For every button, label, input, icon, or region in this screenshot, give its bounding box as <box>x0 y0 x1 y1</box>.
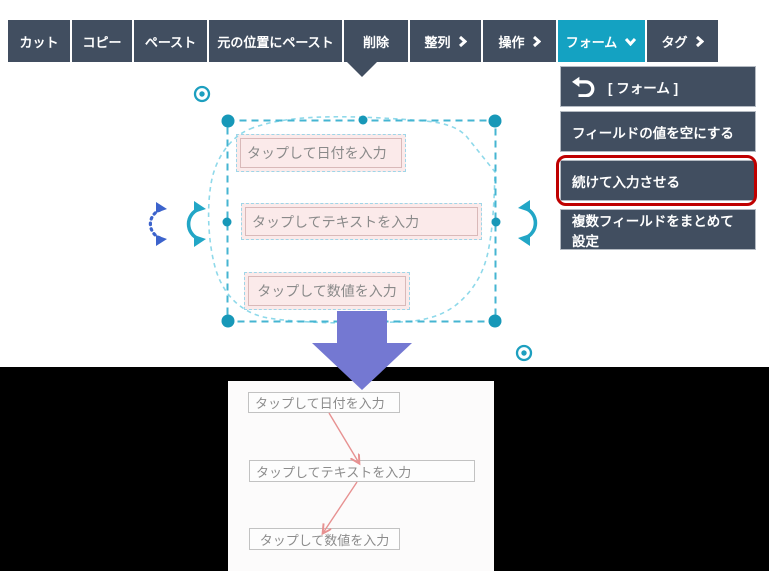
toolbar-button-operation[interactable]: 操作 <box>483 20 556 62</box>
result-field-label: タップして日付を入力 <box>255 396 385 411</box>
handle-middle-right[interactable] <box>491 217 501 227</box>
toolbar-button-label: カット <box>19 34 59 50</box>
result-preview-panel: タップして日付を入力 タップしてテキストを入力 タップして数値を入力 <box>228 381 494 571</box>
toolbar-button-delete[interactable]: 削除 <box>344 20 408 62</box>
canvas-field-date[interactable]: タップして日付を入力 <box>236 134 406 172</box>
handle-top-left[interactable] <box>221 114 235 128</box>
handle-middle-left[interactable] <box>222 217 232 227</box>
handle-top-right[interactable] <box>488 114 502 128</box>
toolbar-button-label: ペースト <box>144 34 197 50</box>
undo-back-icon <box>572 76 596 97</box>
result-field-date[interactable]: タップして日付を入力 <box>248 392 400 413</box>
toolbar-button-align[interactable]: 整列 <box>410 20 481 62</box>
target-icon-bottom-right[interactable] <box>515 344 533 362</box>
menu-item-label: 続けて入力させる <box>572 174 680 190</box>
toolbar-button-label: 元の位置にペースト <box>217 34 334 50</box>
canvas-field-text[interactable]: タップしてテキストを入力 <box>241 203 482 240</box>
chevron-right-icon <box>458 35 467 47</box>
result-field-number[interactable]: タップして数値を入力 <box>249 528 400 550</box>
menu-item-label: フィールドの値を空にする <box>572 125 734 141</box>
form-menu-header[interactable]: [ フォーム ] <box>560 66 756 107</box>
canvas-field-label: タップして日付を入力 <box>240 138 402 168</box>
canvas-field-label: タップしてテキストを入力 <box>245 207 478 236</box>
toolbar-button-label: 操作 <box>498 34 525 50</box>
toolbar-callout-pointer <box>346 61 378 77</box>
context-toolbar: カット コピー ペースト 元の位置にペースト 削除 整列 操作 フォーム タグ <box>8 20 718 62</box>
chevron-right-icon <box>532 35 541 47</box>
toolbar-button-label: 削除 <box>362 34 389 50</box>
toolbar-button-paste[interactable]: ペースト <box>134 20 207 62</box>
menu-item-clear-field-value[interactable]: フィールドの値を空にする <box>560 111 756 152</box>
toolbar-button-cut[interactable]: カット <box>8 20 70 62</box>
handle-bottom-middle[interactable] <box>357 316 367 326</box>
canvas-field-label: タップして数値を入力 <box>248 276 406 306</box>
toolbar-button-copy[interactable]: コピー <box>72 20 132 62</box>
rotate-left-icon[interactable] <box>186 201 206 247</box>
result-field-text[interactable]: タップしてテキストを入力 <box>249 460 475 482</box>
result-field-label: タップして数値を入力 <box>259 532 390 548</box>
toolbar-button-form[interactable]: フォーム <box>558 20 645 62</box>
form-menu-header-label: [ フォーム ] <box>608 80 679 96</box>
handle-bottom-right[interactable] <box>488 314 502 328</box>
menu-item-continue-input[interactable]: 続けて入力させる <box>560 160 756 201</box>
toolbar-button-paste-in-place[interactable]: 元の位置にペースト <box>209 20 342 62</box>
canvas-field-number[interactable]: タップして数値を入力 <box>244 272 410 310</box>
chevron-right-icon <box>695 35 704 47</box>
result-field-label: タップしてテキストを入力 <box>256 464 412 480</box>
menu-item-label: 複数フィールドをまとめて設定 <box>572 213 734 249</box>
chevron-down-icon <box>625 37 637 46</box>
menu-item-set-multiple-fields[interactable]: 複数フィールドをまとめて設定 <box>560 209 756 250</box>
target-icon-top-left[interactable] <box>193 85 211 103</box>
toolbar-button-label: タグ <box>661 34 688 50</box>
rotate-right-icon[interactable] <box>518 200 538 246</box>
toolbar-button-label: 整列 <box>424 34 451 50</box>
handle-top-middle[interactable] <box>358 115 368 125</box>
handle-bottom-left[interactable] <box>221 314 235 328</box>
toolbar-button-tag[interactable]: タグ <box>647 20 718 62</box>
rotate-dotted-icon[interactable] <box>148 202 167 246</box>
toolbar-button-label: コピー <box>82 34 122 50</box>
toolbar-button-label: フォーム <box>565 34 618 50</box>
